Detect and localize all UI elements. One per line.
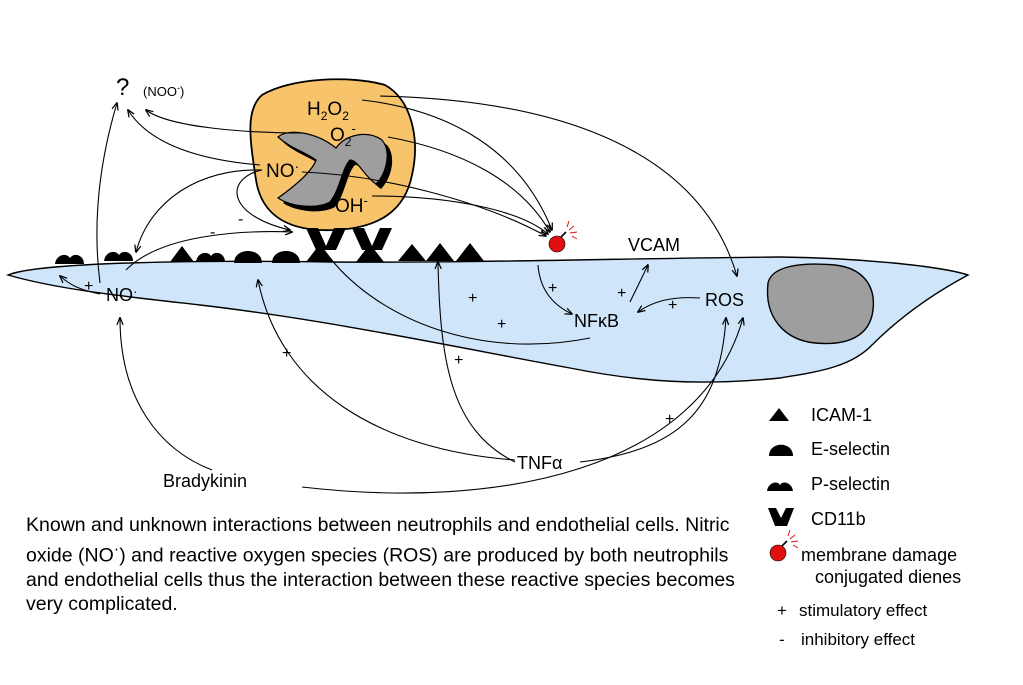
icam-marker: [306, 244, 334, 262]
stimulatory-sign: +: [548, 280, 557, 297]
legend-e-selectin-icon: [769, 444, 793, 456]
vcam-label: VCAM: [628, 235, 680, 255]
legend-icam-label: ICAM-1: [811, 405, 873, 425]
arrow-endo-no-inward: [60, 276, 101, 295]
inhibitory-sign: -: [210, 224, 215, 241]
arrow-endo-no-to-question: [96, 103, 117, 284]
stimulatory-sign: +: [454, 352, 463, 369]
e-selectin-marker: [272, 251, 300, 263]
arrow-tnf-to-surface-mid: [438, 262, 516, 463]
arrow-o2-to-damage: [387, 136, 550, 232]
arrow-no-to-membrane-left: [136, 169, 263, 252]
p-selectin-marker: [104, 251, 133, 261]
unknown-question-label: ?: [116, 74, 129, 101]
arrow-tnf-to-ros: [579, 318, 726, 463]
legend-p-selectin-label: P-selectin: [811, 474, 891, 494]
legend-damage-icon: [769, 529, 799, 562]
stimulatory-sign: +: [617, 285, 626, 302]
legend-stimulatory-sign: +: [777, 601, 787, 620]
neutrophil-no-label: NO·: [266, 158, 299, 182]
arrow-neutro-no-to-question: [128, 110, 261, 166]
arrow-no-to-cd11b-1: [236, 169, 290, 230]
caption-superscript: ·: [113, 540, 120, 558]
legend-cd11b-icon: [768, 508, 794, 526]
noo-label: (NOO-): [143, 83, 184, 99]
membrane-damage-icon: [548, 220, 578, 253]
arrow-h2o2-to-damage: [361, 99, 552, 230]
superoxide-label: O2-: [330, 121, 356, 149]
legend-p-selectin-icon: [767, 482, 793, 491]
p-selectin-marker: [55, 254, 84, 264]
stimulatory-sign: +: [665, 411, 674, 428]
icam-marker: [170, 246, 194, 262]
endothelial-nucleus: [766, 263, 875, 345]
caption-text-start: Known and unknown interactions between n…: [26, 514, 730, 567]
legend-stimulatory: + stimulatory effect: [777, 601, 927, 621]
arrow-nfkb-to-vcam: [629, 265, 648, 303]
p-selectin-marker: [196, 252, 225, 262]
legend-stimulatory-label: stimulatory effect: [799, 601, 928, 620]
stimulatory-sign: +: [668, 297, 677, 314]
legend-inhibitory-label: inhibitory effect: [801, 630, 916, 649]
arrow-tnf-to-surface-left: [258, 280, 516, 461]
arrow-ros-to-nfkb: [638, 297, 701, 312]
nfkb-label: NFκB: [574, 311, 619, 331]
arrow-cd11b-to-nfkb: [329, 257, 591, 345]
figure-caption: Known and unknown interactions between n…: [26, 513, 736, 616]
legend-damage-label-1: membrane damage: [801, 545, 958, 565]
arrow-bradykinin-to-ros: [301, 318, 743, 494]
arrow-membrane-to-nfkb: [537, 264, 572, 314]
icam-marker: [456, 243, 484, 261]
caption-text-end: ) and reactive oxygen species (ROS) are …: [26, 544, 735, 615]
inhibitory-sign: -: [238, 211, 243, 228]
bradykinin-label: Bradykinin: [163, 471, 247, 491]
legend-e-selectin-label: E-selectin: [811, 439, 891, 459]
legend-inhibitory-sign: -: [779, 630, 785, 649]
arrow-noo-to-question: [146, 110, 303, 134]
legend-inhibitory: -inhibitory effect: [779, 630, 915, 650]
e-selectin-marker: [234, 251, 262, 263]
legend-icam-icon: [769, 408, 789, 421]
icam-marker: [398, 244, 426, 261]
stimulatory-sign: +: [497, 316, 506, 333]
hydroxyl-label: OH-: [335, 193, 368, 217]
arrow-bradykinin-to-no: [120, 318, 213, 471]
tnf-alpha-label: TNFα: [517, 453, 562, 473]
endothelial-ros-label: ROS: [705, 290, 744, 310]
arrow-h2o2-to-ros: [379, 95, 737, 276]
endothelial-no-label: NO·: [106, 284, 137, 305]
endothelial-cell: [5, 256, 970, 383]
legend-damage-label-2: conjugated dienes: [815, 567, 962, 587]
stimulatory-sign: +: [84, 278, 93, 295]
arrow-oh-to-damage: [371, 195, 548, 234]
legend-cd11b-label: CD11b: [811, 509, 866, 529]
icam-marker: [356, 244, 384, 262]
arrow-no-to-cd11b-2: [125, 232, 292, 271]
cd11b-marker: [352, 228, 392, 250]
cd11b-marker: [306, 228, 346, 250]
stimulatory-sign: +: [282, 345, 291, 362]
arrow-neutro-no-to-damage: [301, 171, 546, 236]
h2o2-label: H2O2: [307, 99, 349, 123]
stimulatory-sign: +: [468, 290, 477, 307]
icam-marker: [426, 243, 454, 261]
